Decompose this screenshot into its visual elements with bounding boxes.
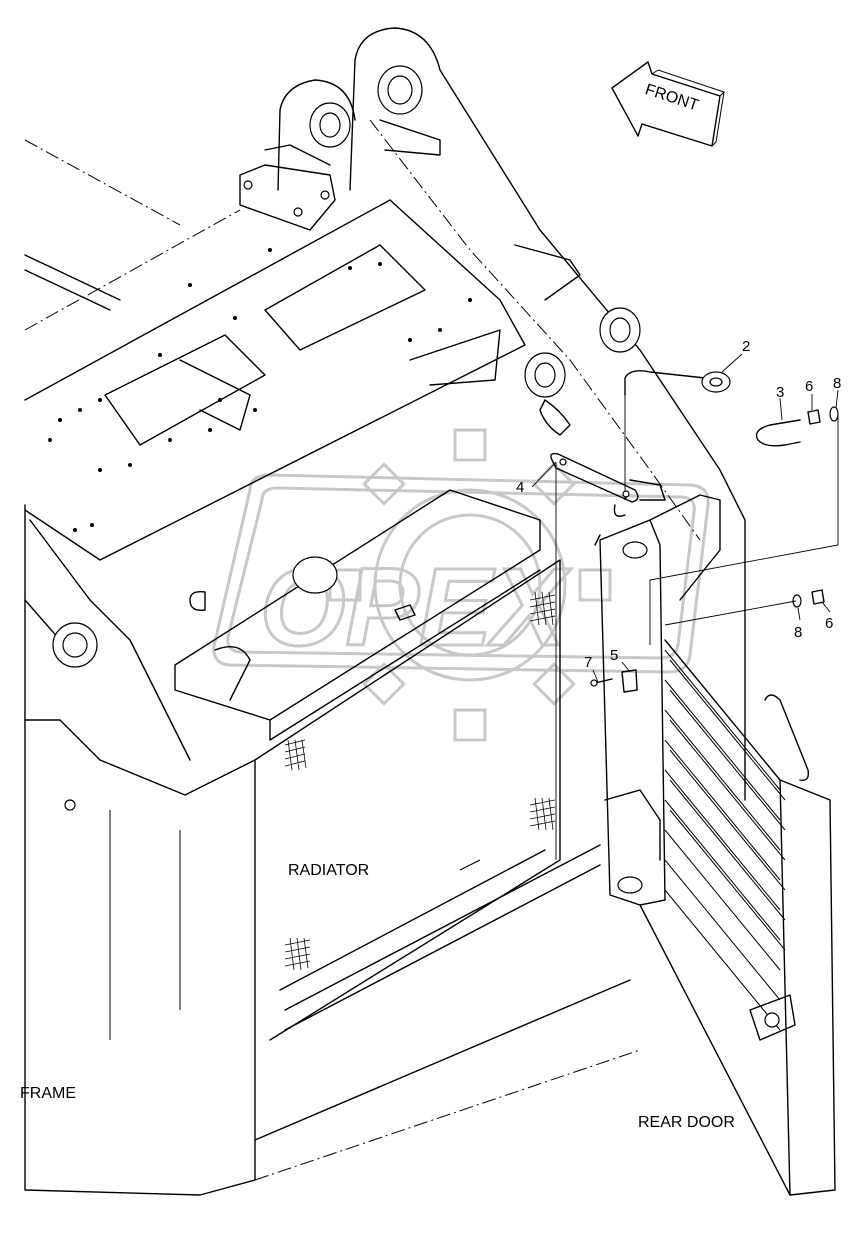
callout-5: 5 [610,647,618,664]
frame-label: FRAME [20,1085,76,1102]
part-8-washer [792,406,839,608]
radiator-label: RADIATOR [288,862,369,879]
rear-door: REAR DOOR [599,494,836,1196]
front-arrow: FRONT [611,61,725,147]
radiator-mesh [284,591,556,971]
part-5-clip [621,669,638,693]
watermark-logo: OPEX [212,428,710,742]
frame-top [24,139,571,561]
callout-3: 3 [776,384,784,401]
callout-2: 2 [742,338,750,355]
callout-8-lower: 8 [794,624,802,641]
radiator-assembly: RADIATOR [174,489,601,1041]
callout-4: 4 [516,479,524,496]
part-4-plate [550,452,666,546]
callout-leaders [531,353,839,860]
part-6-nut [807,409,825,605]
part-2-hook [624,370,731,500]
callout-6-lower: 6 [825,615,833,632]
part-7-screw [590,678,613,687]
callout-7: 7 [584,654,592,671]
rear-door-louvers [664,649,786,1031]
lift-arm [239,27,746,801]
part-3-ubolt [755,419,801,447]
rear-door-label: REAR DOOR [638,1114,735,1131]
front-arrow-label: FRONT [643,81,701,114]
callout-8-upper: 8 [833,375,841,392]
callout-6-upper: 6 [805,378,813,395]
frame-body: FRAME [20,504,641,1196]
